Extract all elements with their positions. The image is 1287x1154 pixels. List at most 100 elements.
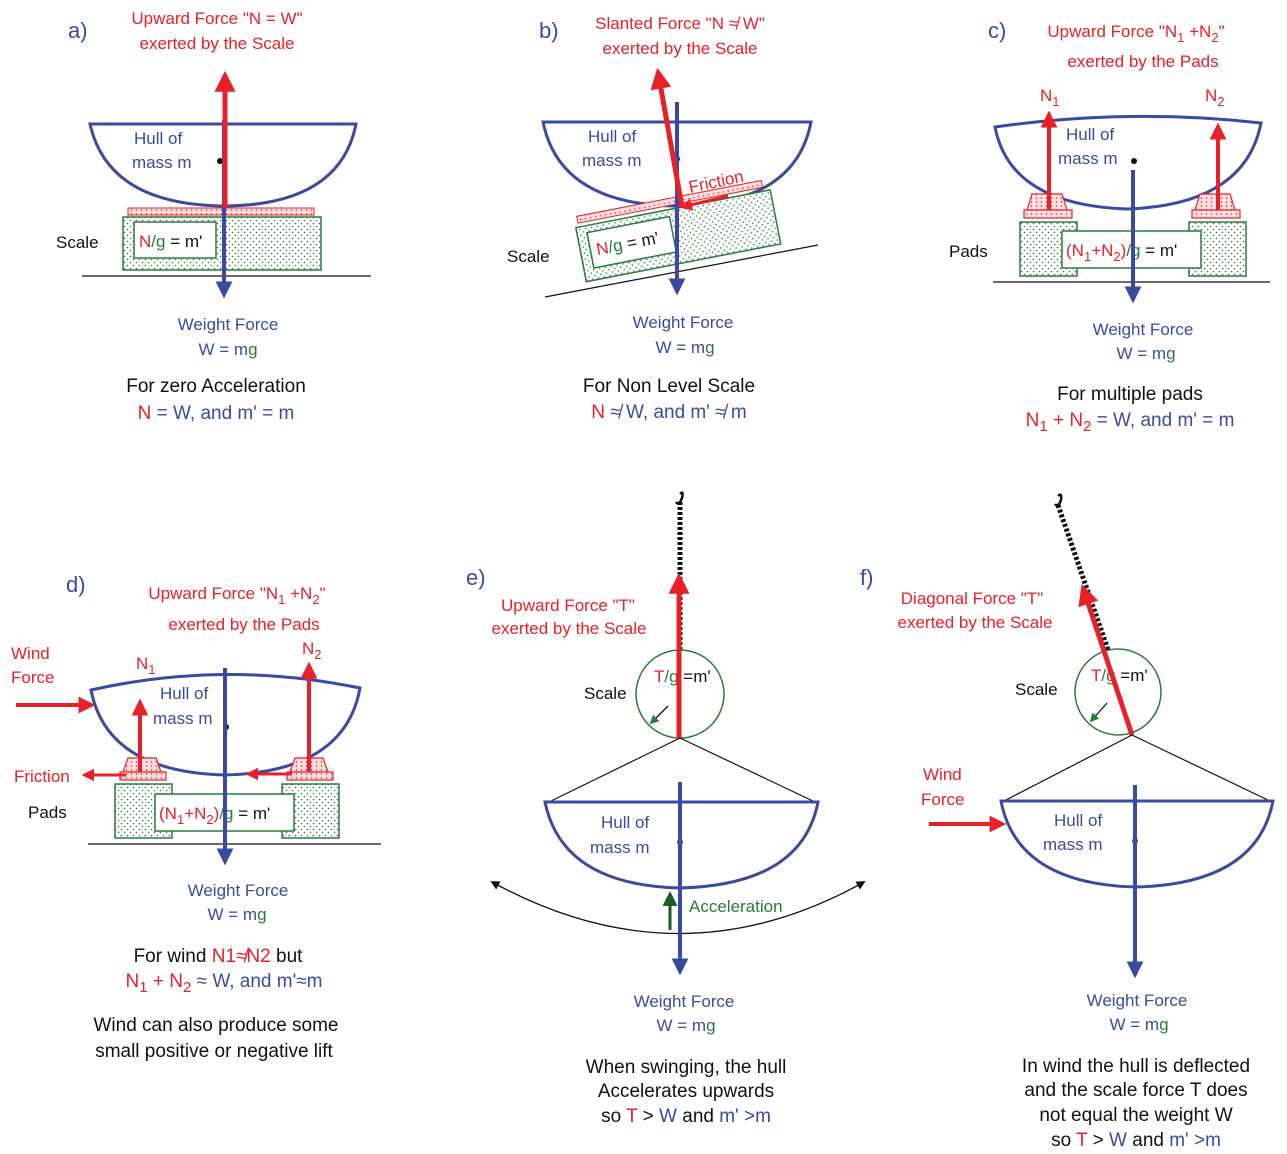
panel-c-pads-label: Pads (949, 242, 988, 261)
panel-a-weight-label2: W = mg (198, 340, 257, 359)
panel-d-caption1: For wind N1≉N2 but (134, 946, 304, 967)
panel-c-letter: c) (988, 18, 1006, 43)
panel-b-title-line2: exerted by the Scale (603, 39, 758, 58)
panel-a: a) Upward Force "N = W" exerted by the S… (56, 9, 371, 424)
panel-b-slanted-force-arrow (650, 67, 685, 208)
panel-c-caption1: For multiple pads (1057, 384, 1203, 405)
panel-f-caption3: not equal the weight W (1039, 1105, 1232, 1126)
panel-a-scale-readout-box (133, 221, 217, 259)
panel-e-caption2: Accelerates upwards (598, 1081, 774, 1102)
panel-e-sling-right (679, 737, 816, 803)
panel-b-hull-label2: mass m (582, 151, 642, 170)
panel-f-tension-arrow (1078, 584, 1135, 736)
panel-c: c) Upward Force "N1 +N2" exerted by the … (949, 18, 1270, 435)
panel-a-scale-readout: N/g = m' (139, 232, 202, 251)
panel-b-caption1: For Non Level Scale (583, 376, 755, 397)
panel-e-weight-label2: W = mg (656, 1016, 715, 1035)
panel-d-weight-label2: W = mg (207, 905, 266, 924)
panel-d-note2: small positive or negative lift (95, 1041, 333, 1062)
panel-c-hull-label2: mass m (1058, 149, 1118, 168)
panel-f-weight-label2: W = mg (1109, 1015, 1168, 1034)
panel-f-scale-label: Scale (1015, 680, 1058, 699)
panel-f-weight-label1: Weight Force (1087, 991, 1188, 1010)
panel-c-weight-label2: W = mg (1116, 344, 1175, 363)
panel-e: e) Upward Force "T" exerted by the Scale… (466, 491, 866, 1127)
panel-f-spring-chain (1055, 504, 1111, 651)
panel-d-friction-label: Friction (14, 767, 70, 786)
panel-b-hull-label1: Hull of (588, 127, 636, 146)
panel-a-hull-label2: mass m (132, 153, 192, 172)
panel-c-center-of-mass (1131, 158, 1137, 164)
panel-b-scale-readout: N/g = m' (595, 228, 661, 259)
panel-e-title-line2: exerted by the Scale (492, 619, 647, 638)
panel-f-caption1: In wind the hull is deflected (1022, 1056, 1250, 1077)
panel-f-title-line1: Diagonal Force "T" (901, 589, 1043, 608)
panel-b-scale-label: Scale (507, 247, 550, 266)
panel-f-sling-left (1003, 734, 1133, 802)
panel-d: d) Upward Force "N1 +N2" exerted by the … (11, 572, 381, 1062)
panel-d-pads-label: Pads (28, 803, 67, 822)
panel-b-title-line1: Slanted Force "N ≉ W" (595, 14, 765, 33)
panel-c-pad-right-base (1191, 209, 1241, 219)
panel-f-hull-label2: mass m (1043, 835, 1103, 854)
panel-a-weight-label1: Weight Force (178, 315, 279, 334)
panel-e-caption3: so T > W and m' >m (601, 1106, 771, 1127)
panel-f: f) Diagonal Force "T" exerted by the Sca… (860, 493, 1275, 1151)
panel-d-hull-label1: Hull of (160, 684, 208, 703)
panel-e-weight-label1: Weight Force (634, 992, 735, 1011)
panel-a-title-line2: exerted by the Scale (140, 34, 295, 53)
panel-c-pad-right-top (1194, 193, 1236, 211)
panel-d-weight-label1: Weight Force (188, 881, 289, 900)
panel-c-hull (993, 114, 1263, 211)
panel-b-scale-plate (576, 179, 764, 224)
panel-a-scale-label: Scale (56, 233, 99, 252)
panel-d-caption2: N1 + N2 ≈ W, and m'≈m (126, 971, 323, 996)
panel-a-hull-label1: Hull of (134, 129, 182, 148)
panel-b-weight-label1: Weight Force (633, 313, 734, 332)
panel-b-weight-label2: W = mg (655, 338, 714, 357)
panel-d-n2-label: N2 (302, 639, 322, 662)
panel-b: b) Slanted Force "N ≉ W" exerted by the … (507, 14, 819, 423)
panel-d-wind-label1: Wind (11, 644, 50, 663)
panel-f-hull-label1: Hull of (1054, 811, 1102, 830)
panel-f-caption2: and the scale force T does (1024, 1080, 1247, 1101)
panel-b-letter: b) (539, 18, 559, 43)
panel-b-caption2: N ≉ W, and m' ≉ m (591, 402, 746, 423)
panel-e-hook-icon (675, 491, 684, 505)
panel-c-hull-label1: Hull of (1066, 125, 1114, 144)
panel-c-title-line2: exerted by the Pads (1067, 52, 1218, 71)
panel-d-pad-left-base (119, 771, 167, 781)
panel-a-caption1: For zero Acceleration (126, 376, 306, 397)
panel-d-hull-label2: mass m (153, 709, 213, 728)
panel-b-ground-line (544, 244, 819, 298)
panel-f-letter: f) (860, 565, 873, 590)
panel-f-caption4: so T > W and m' >m (1051, 1130, 1221, 1151)
panel-c-n2-label: N2 (1205, 86, 1225, 109)
panel-c-caption2: N1 + N2 = W, and m' = m (1026, 410, 1235, 435)
panel-e-hull-label2: mass m (590, 838, 650, 857)
panel-d-pad-right-base (286, 771, 334, 781)
panel-e-caption1: When swinging, the hull (586, 1057, 787, 1078)
panel-a-scale-plate (127, 207, 315, 216)
panel-c-n1-label: N1 (1040, 86, 1060, 109)
panel-c-readout: (N1+N2)/g = m' (1066, 241, 1177, 264)
panel-f-title-line2: exerted by the Scale (898, 613, 1053, 632)
panel-e-title-line1: Upward Force "T" (501, 596, 635, 615)
panel-e-scale-label: Scale (584, 684, 627, 703)
panel-e-sling-left (548, 737, 681, 803)
panel-d-note1: Wind can also produce some (93, 1015, 338, 1036)
panel-d-letter: d) (66, 572, 86, 597)
panel-a-center-of-mass (217, 158, 223, 164)
panel-b-scale-readout-box (586, 215, 678, 269)
panel-e-hull-label1: Hull of (601, 813, 649, 832)
panel-d-title-line2: exerted by the Pads (168, 615, 319, 634)
panel-f-hook-icon (1054, 493, 1063, 507)
panel-c-title-line1: Upward Force "N1 +N2" (1047, 22, 1224, 45)
panel-d-n1-label: N1 (136, 654, 156, 677)
panel-d-title-line1: Upward Force "N1 +N2" (148, 584, 325, 607)
panel-e-scale-readout: T/g =m' (654, 667, 711, 686)
panel-c-weight-label1: Weight Force (1093, 320, 1194, 339)
panel-e-letter: e) (466, 565, 486, 590)
panel-f-wind-label1: Wind (923, 765, 962, 784)
